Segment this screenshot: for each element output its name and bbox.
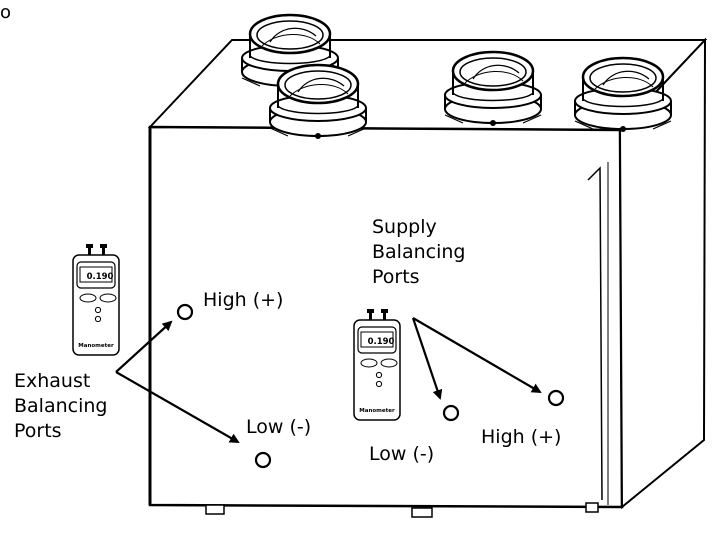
supply-arrows (411, 317, 542, 400)
manometer-brand: Manometer (359, 408, 395, 414)
exhaust-arrows (115, 320, 240, 443)
supply-label-line: Ports (372, 266, 420, 288)
duct-collar (443, 50, 543, 128)
duct-collars (240, 13, 673, 141)
supply-high-port (547, 389, 565, 407)
exhaust-low-port (254, 451, 272, 469)
manometer-brand: Manometer (78, 343, 114, 349)
duct-collar (268, 63, 368, 141)
supply-balancing-label: Supply Balancing Ports (372, 215, 465, 290)
supply-low-port (442, 404, 460, 422)
exhaust-high-port (176, 303, 194, 321)
supply-label-line: Balancing (372, 241, 466, 263)
exhaust-low-label: Low (-) (246, 416, 312, 438)
manometer-right: 0.190 Manometer (353, 308, 401, 421)
manometer-reading: 0.190 (87, 272, 114, 282)
exhaust-label-line: Exhaust (14, 370, 91, 392)
supply-low-label: Low (-) (369, 443, 435, 465)
corner-text: o (0, 2, 12, 23)
exhaust-balancing-label: Exhaust Balancing Ports (14, 369, 107, 444)
supply-high-label: High (+) (481, 426, 562, 448)
manometer-reading: 0.190 (368, 337, 395, 347)
duct-collar (573, 56, 673, 134)
supply-label-line: Supply (372, 216, 437, 238)
exhaust-label-line: Balancing (14, 395, 108, 417)
exhaust-label-line: Ports (14, 420, 62, 442)
manometer-left: 0.190 Manometer (72, 243, 120, 356)
exhaust-high-label: High (+) (203, 289, 284, 311)
